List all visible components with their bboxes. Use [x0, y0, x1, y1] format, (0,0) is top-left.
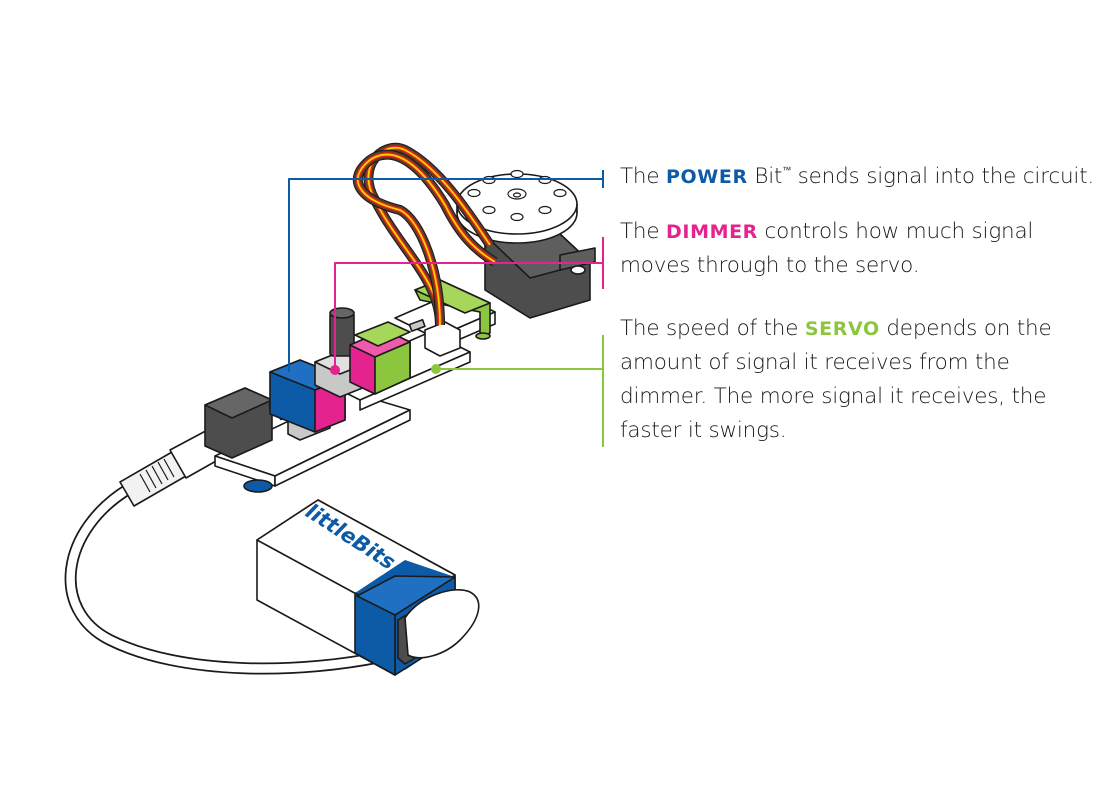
power-callout-middle: Bit — [747, 164, 783, 189]
trademark-symbol: ™ — [782, 166, 792, 176]
servo-callout: The speed of the SERVO depends on the am… — [620, 312, 1090, 448]
servo-callout-prefix: The speed of the — [620, 316, 805, 341]
power-callout-prefix: The — [620, 164, 667, 189]
power-callout-suffix: sends signal into the circuit. — [791, 164, 1095, 189]
servo-keyword: SERVO — [804, 318, 880, 340]
servo-callout-dot — [431, 364, 441, 374]
dimmer-keyword: DIMMER — [666, 221, 758, 243]
dimmer-callout-prefix: The — [620, 219, 667, 244]
power-keyword: POWER — [666, 166, 748, 188]
dimmer-callout-suffix: controls how much signal moves through t… — [620, 219, 1034, 278]
servo-cable — [352, 142, 498, 326]
power-callout-line — [288, 178, 603, 372]
dimmer-callout-line — [334, 262, 603, 370]
servo-horn — [456, 169, 578, 244]
power-callout: The POWER Bit™ sends signal into the cir… — [620, 154, 1094, 194]
power-bit — [204, 359, 411, 493]
servo-callout-suffix: depends on the amount of signal it recei… — [620, 316, 1052, 443]
battery — [256, 499, 480, 676]
callout-lines — [288, 170, 604, 447]
dimmer-callout-dot — [330, 365, 340, 375]
power-cable — [64, 425, 412, 675]
dimmer-callout: The DIMMER controls how much signal move… — [620, 215, 1080, 283]
